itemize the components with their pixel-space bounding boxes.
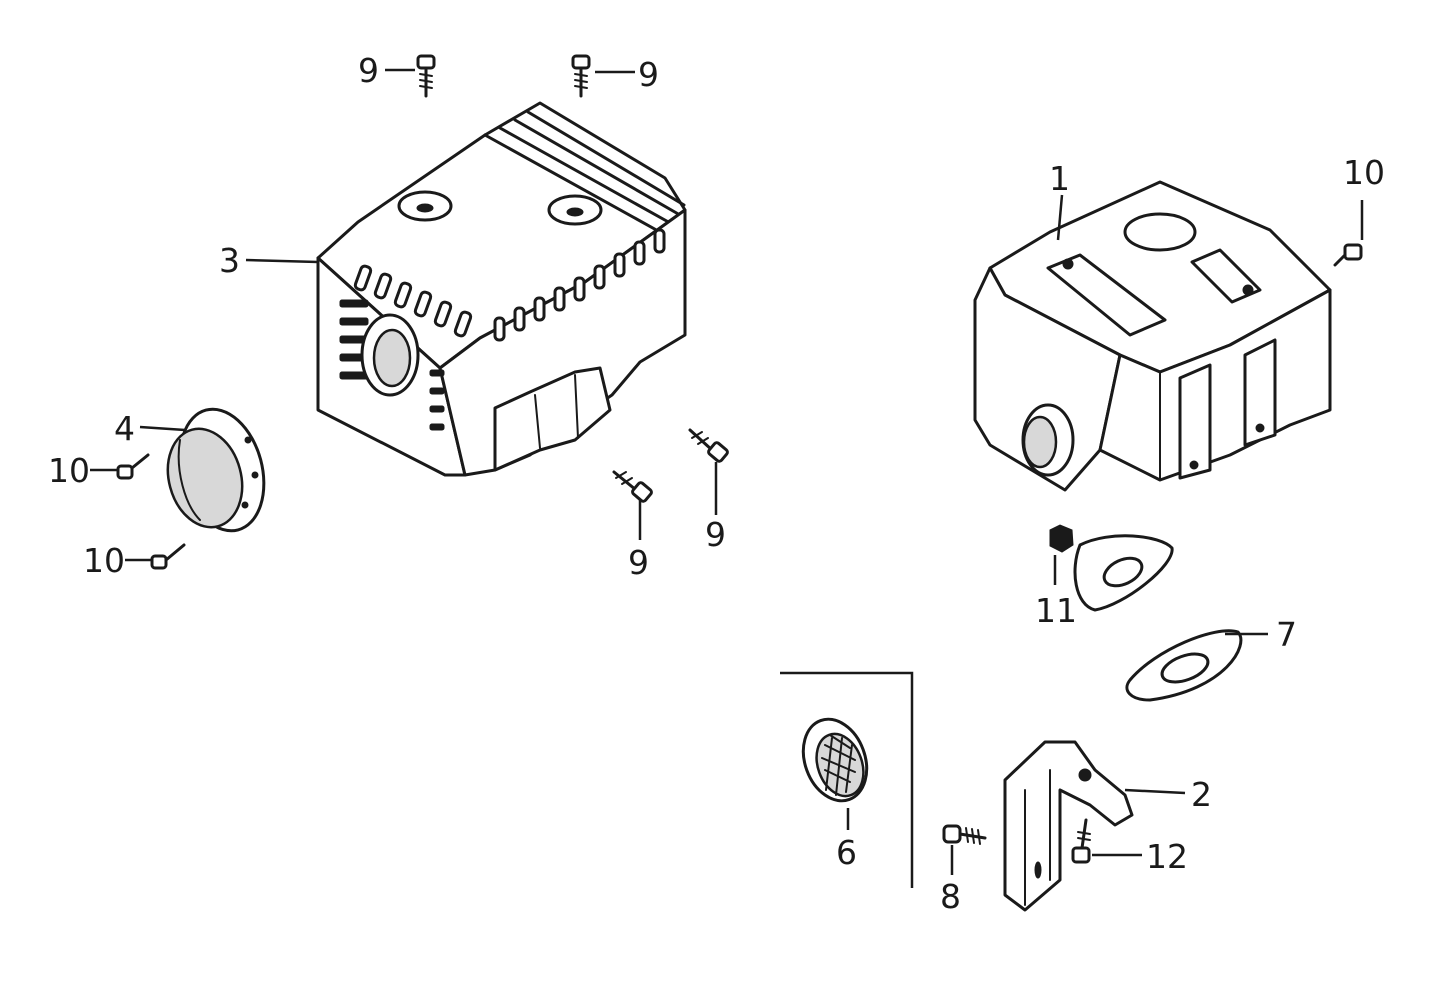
gasket-part-7 bbox=[1125, 629, 1243, 702]
nut-11 bbox=[1049, 524, 1074, 553]
group-bracket-line bbox=[780, 671, 914, 888]
muffler-protector-part-3 bbox=[316, 101, 687, 477]
vent-slots-side bbox=[493, 228, 666, 342]
callout-4: 4 bbox=[114, 409, 135, 448]
callout-1: 1 bbox=[1049, 159, 1070, 198]
bolt-12 bbox=[1071, 818, 1091, 864]
vent-slots-front bbox=[353, 264, 473, 338]
vent-slots-face bbox=[339, 299, 445, 431]
bolt-9-d bbox=[688, 428, 729, 463]
bolt-9-c bbox=[612, 470, 653, 503]
callout-8: 8 bbox=[940, 877, 961, 916]
callout-9-lower-left: 9 bbox=[628, 543, 649, 582]
bolt-9-b bbox=[571, 54, 591, 98]
bolt-8 bbox=[942, 824, 987, 845]
leader-lines bbox=[90, 68, 1364, 875]
callout-10-left-lower: 10 bbox=[83, 541, 125, 580]
bolt-10-a bbox=[1333, 243, 1363, 267]
callout-12: 12 bbox=[1146, 837, 1188, 876]
bolt-10-b bbox=[116, 453, 150, 480]
callout-9-top-left: 9 bbox=[358, 51, 379, 90]
callout-10-left-upper: 10 bbox=[48, 451, 90, 490]
bolt-10-c bbox=[150, 543, 186, 570]
callout-2: 2 bbox=[1191, 775, 1212, 814]
callout-10-top-right: 10 bbox=[1343, 153, 1385, 192]
callout-9-lower-right: 9 bbox=[705, 515, 726, 554]
spark-arrester-part-6 bbox=[801, 717, 869, 803]
exhaust-cover-part-4 bbox=[166, 407, 266, 533]
bolt-9-a bbox=[416, 54, 436, 98]
bracket-part-2 bbox=[1003, 740, 1134, 912]
muffler-part-1 bbox=[973, 180, 1332, 612]
callout-9-top-right: 9 bbox=[638, 55, 659, 94]
callout-3: 3 bbox=[219, 241, 240, 280]
callout-6: 6 bbox=[836, 833, 857, 872]
callout-11: 11 bbox=[1035, 591, 1077, 630]
callout-7: 7 bbox=[1276, 615, 1297, 654]
